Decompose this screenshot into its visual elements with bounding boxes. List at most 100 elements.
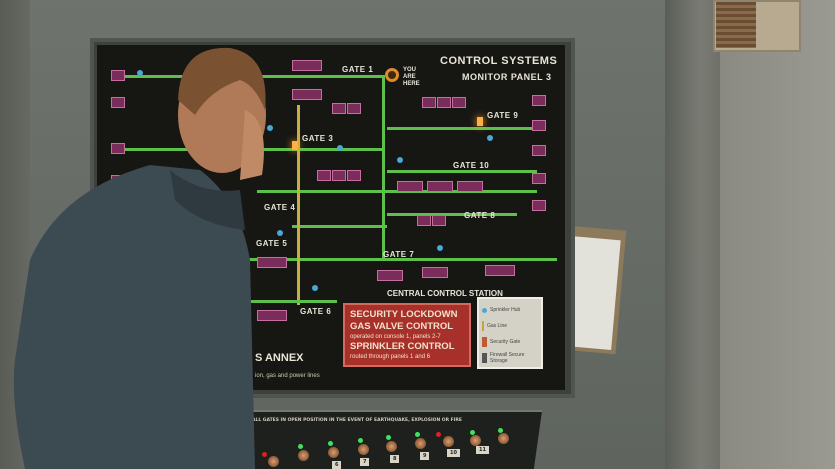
legend-item: Gas Line: [482, 318, 538, 334]
node: [532, 120, 546, 131]
legend-item: Firewall Secure Storage: [482, 350, 538, 366]
node: [432, 215, 446, 226]
gate-10-label: GATE 10: [453, 161, 490, 170]
annex-subtitle: ion, gas and power lines: [255, 373, 320, 379]
security-gate-alert-icon: [292, 141, 298, 150]
node: [347, 103, 361, 114]
node: [427, 181, 453, 192]
gate-button-label: 11: [476, 446, 489, 454]
gate-button[interactable]: [470, 435, 481, 446]
node: [317, 170, 331, 181]
status-led-green: [358, 438, 363, 443]
node: [292, 60, 322, 71]
console-controls: 6 7 8 9 10 11: [240, 428, 540, 469]
gas-valve-note: operated on console 1, panels 2-7: [350, 334, 441, 340]
sprinkler-hub-icon: [397, 157, 403, 163]
gate-5-label: GATE 5: [256, 239, 288, 248]
annex-label: S ANNEX: [255, 352, 304, 364]
node: [111, 97, 125, 108]
node: [532, 200, 546, 211]
trace: [247, 258, 557, 261]
gate-8-label: GATE 8: [464, 211, 496, 220]
gate-button-label: 6: [332, 461, 342, 469]
trace: [387, 213, 517, 216]
gate-button[interactable]: [415, 438, 426, 449]
node: [347, 170, 361, 181]
trace: [387, 127, 537, 130]
gate-4-label: GATE 4: [264, 203, 296, 212]
panel-subtitle: MONITOR PANEL 3: [462, 72, 552, 82]
node: [437, 97, 451, 108]
node: [332, 103, 346, 114]
legend-item: Security Gate: [482, 334, 538, 350]
sprinkler-note: routed through panels 1 and 6: [350, 354, 431, 360]
status-led-red: [436, 432, 441, 437]
node: [257, 257, 287, 268]
gate-button[interactable]: [298, 450, 309, 461]
sprinkler-hub-icon: [437, 245, 443, 251]
concrete-wall-right: [720, 0, 835, 469]
gas-valve-control-label: GAS VALVE CONTROL: [350, 321, 454, 332]
node: [422, 97, 436, 108]
node: [257, 310, 287, 321]
gas-line-icon: [482, 321, 484, 331]
node: [532, 145, 546, 156]
gate-button-label: 10: [447, 449, 460, 457]
gate-1-label: GATE 1: [342, 65, 374, 74]
gate-button[interactable]: [386, 441, 397, 452]
gate-button-label: 7: [360, 458, 370, 466]
firewall-storage-icon: [482, 353, 487, 363]
node: [111, 70, 125, 81]
gate-button[interactable]: [328, 447, 339, 458]
central-control-station-label: CENTRAL CONTROL STATION: [387, 289, 503, 298]
gas-line: [297, 105, 300, 305]
status-led-green: [415, 432, 420, 437]
sprinkler-hub-icon: [487, 135, 493, 141]
trace: [292, 225, 387, 228]
node: [452, 97, 466, 108]
monitor-panel-screen: YOU ARE HERE CONTROL SYSTEMS MONITOR PAN…: [97, 45, 565, 390]
status-led-green: [386, 435, 391, 440]
legend-label: Sprinkler Hub: [490, 307, 521, 313]
security-lockdown-box: SECURITY LOCKDOWN GAS VALVE CONTROL oper…: [343, 303, 471, 367]
trace: [387, 170, 537, 173]
legend-label: Firewall Secure Storage: [490, 352, 525, 364]
security-gate-alert-icon: [477, 117, 483, 126]
vent-slats: [716, 2, 756, 48]
sprinkler-hub-icon: [312, 285, 318, 291]
legend: Sprinkler Hub Gas Line Security Gate Fir…: [477, 297, 543, 369]
status-led-green: [470, 430, 475, 435]
node: [457, 181, 483, 192]
sprinkler-hub-icon: [277, 230, 283, 236]
gate-6-label: GATE 6: [300, 307, 332, 316]
node: [417, 215, 431, 226]
status-led-green: [328, 441, 333, 446]
legend-label: Gas Line: [487, 323, 508, 329]
node: [532, 173, 546, 184]
gate-button[interactable]: [268, 456, 279, 467]
legend-label: Security Gate: [490, 339, 521, 345]
console-notice: ALL GATES IN OPEN POSITION IN THE EVENT …: [252, 418, 462, 423]
gate-button[interactable]: [443, 436, 454, 447]
concrete-pillar: [665, 0, 725, 469]
gate-button-label: 8: [390, 455, 400, 463]
trace: [112, 75, 382, 78]
sprinkler-hub-icon: [267, 125, 273, 131]
gate-button[interactable]: [498, 433, 509, 444]
gate-9-label: GATE 9: [487, 111, 519, 120]
sprinkler-hub-icon: [137, 70, 143, 76]
gate-button[interactable]: [358, 444, 369, 455]
node: [292, 89, 322, 100]
gate-button-label: 9: [420, 452, 430, 460]
you-are-here-marker-icon: [385, 68, 399, 82]
trace: [382, 75, 385, 260]
sprinkler-control-label: SPRINKLER CONTROL: [350, 341, 455, 352]
legend-item: Sprinkler Hub: [482, 302, 538, 318]
status-led-red: [262, 452, 267, 457]
gate-7-label: GATE 7: [383, 250, 415, 259]
security-lockdown-label: SECURITY LOCKDOWN: [350, 309, 458, 320]
sprinkler-hub-icon: [337, 145, 343, 151]
sprinkler-hub-icon: [482, 307, 487, 313]
security-gate-icon: [482, 337, 487, 347]
node: [397, 181, 423, 192]
